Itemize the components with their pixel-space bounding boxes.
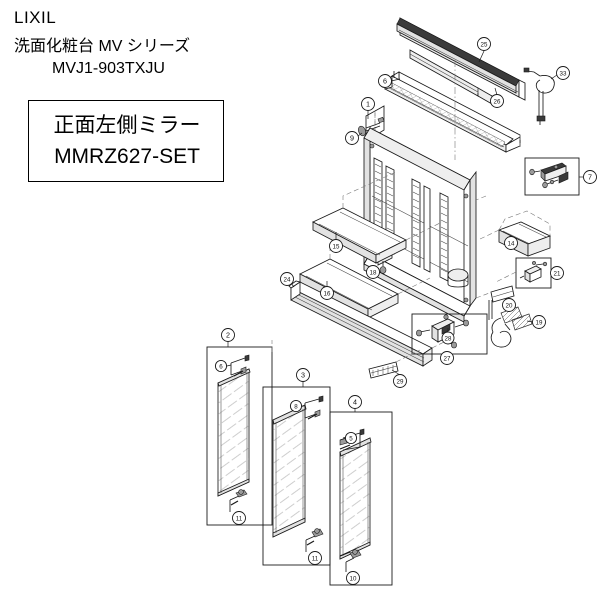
callout-label: 3 <box>301 371 305 380</box>
callout-6: 6 <box>378 74 401 88</box>
part-label-plate-20 <box>490 285 515 303</box>
callout-21: 21 <box>550 266 564 280</box>
callout-label: 6 <box>383 77 387 86</box>
callout-1: 1 <box>361 97 375 119</box>
callout-label: 7 <box>588 173 592 182</box>
callout-9: 9 <box>345 131 363 145</box>
callout-label: 18 <box>370 270 377 277</box>
callout-label: 29 <box>397 379 404 386</box>
callout-28: 28 <box>441 328 455 345</box>
callout-10: 10 <box>346 571 360 585</box>
callout-2: 2 <box>221 328 235 347</box>
callout-8: 8 <box>289 399 305 413</box>
part-light-panel-6 <box>384 71 521 153</box>
callout-label: 33 <box>560 71 567 78</box>
title-box: 正面左側ミラー MMRZ627-SET <box>28 100 224 182</box>
model-number: MVJ1-903TXJU <box>52 60 165 77</box>
part-shelf-16 <box>299 258 399 319</box>
part-power-cord-33 <box>523 67 555 125</box>
callout-15: 15 <box>329 232 343 253</box>
part-bottom-valance-24 <box>288 280 433 367</box>
part-cabinet-body <box>363 126 477 323</box>
mirror-door-group-3 <box>262 386 331 566</box>
brand-name: LIXIL <box>14 8 57 27</box>
callout-label: 25 <box>481 42 488 49</box>
callout-5: 5 <box>339 431 358 445</box>
part-tray-14 <box>497 210 552 257</box>
callout-label: 1 <box>366 100 370 109</box>
mirror-door-group-4 <box>329 411 393 586</box>
callout-16: 16 <box>320 281 334 300</box>
hardware-box-hinge-7 <box>524 157 580 196</box>
callout-24: 24 <box>280 272 295 288</box>
callout-6b: 6 <box>214 359 232 373</box>
callout-label: 20 <box>506 303 513 310</box>
part-nameplate-29 <box>368 361 399 379</box>
callout-18: 18 <box>366 265 380 279</box>
callout-19: 19 <box>526 315 546 329</box>
callout-label: 24 <box>284 277 291 284</box>
callout-label: 4 <box>353 398 357 407</box>
callout-25: 25 <box>477 37 491 63</box>
callout-label: 2 <box>226 331 230 340</box>
callout-label: 6 <box>219 363 223 370</box>
callout-26: 26 <box>490 87 504 108</box>
part-shelf-15 <box>312 207 407 264</box>
callout-label: 27 <box>444 356 451 363</box>
callout-label: 19 <box>536 320 543 327</box>
callout-label: 21 <box>554 271 561 278</box>
callout-label: 26 <box>494 99 501 106</box>
part-power-cord-19 <box>488 300 533 348</box>
callout-7: 7 <box>579 170 597 184</box>
projection-guides <box>271 60 521 363</box>
callout-label: 9 <box>350 134 354 143</box>
callout-label: 11 <box>236 516 243 523</box>
callout-label: 5 <box>349 435 353 442</box>
part-top-valance-25 <box>396 17 526 101</box>
callout-label: 11 <box>312 556 319 563</box>
callout-label: 8 <box>294 403 298 410</box>
header-block: LIXIL 洗面化粧台 MV シリーズ MVJ1-903TXJU 正面左側ミラー… <box>0 0 260 190</box>
hardware-box-bracket-21 <box>515 257 552 289</box>
callout-label: 10 <box>350 576 357 583</box>
callout-label: 15 <box>333 244 340 251</box>
mirror-door-group-2 <box>206 346 273 526</box>
callout-label: 16 <box>324 291 331 298</box>
callout-20: 20 <box>502 298 516 312</box>
title-japanese: 正面左側ミラー <box>53 114 201 137</box>
callout-29: 29 <box>391 369 407 388</box>
callout-4: 4 <box>348 395 362 412</box>
callout-14: 14 <box>504 236 518 250</box>
callout-11-center: 11 <box>308 551 322 565</box>
callout-label: 14 <box>508 241 515 248</box>
product-line: 洗面化粧台 MV シリーズ <box>14 38 191 55</box>
callout-11-left: 11 <box>232 511 246 525</box>
title-part-code: MMRZ627-SET <box>54 145 200 168</box>
callout-33: 33 <box>550 66 570 80</box>
callout-27: 27 <box>440 351 454 365</box>
callout-label: 28 <box>445 335 452 342</box>
callout-layer: 1 9 6 25 26 <box>214 37 597 585</box>
callout-3: 3 <box>296 368 310 387</box>
